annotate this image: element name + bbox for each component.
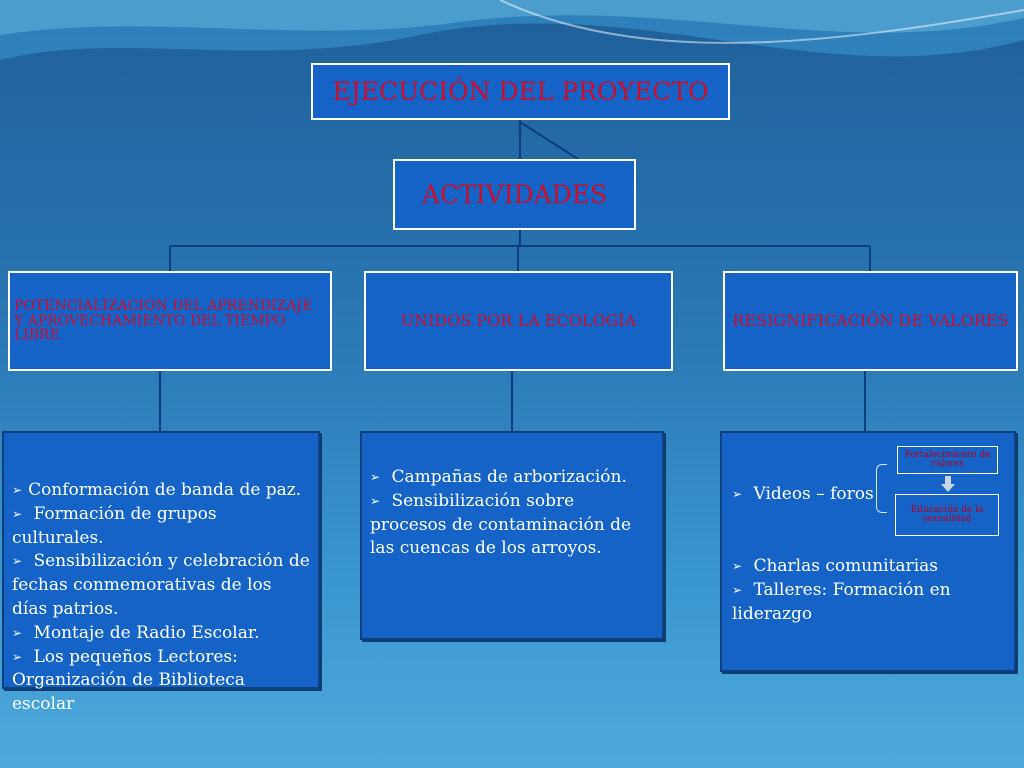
category-learning-node: POTENCIALIZACIÓN DEL APRENDIZAJE Y APROV… (8, 271, 332, 371)
list-item: ➢ Los pequeños Lectores: Organización de… (12, 646, 245, 715)
activities-node: ACTIVIDADES (393, 159, 636, 230)
down-arrow-icon (941, 476, 955, 492)
arrow-bullet-icon: ➢ (12, 625, 23, 640)
ecology-activities-box: ➢ Campañas de arborización. ➢ Sensibiliz… (360, 431, 664, 640)
list-item: ➢ Videos – foros (732, 484, 874, 504)
list-item: ➢Conformación de banda de paz. (12, 480, 302, 500)
arrow-bullet-icon: ➢ (732, 487, 743, 501)
list-item: ➢ Montaje de Radio Escolar. (12, 622, 260, 643)
sexuality-education-box: Educación de la sexualidad (895, 494, 999, 536)
list-item: ➢ Charlas comunitarias (732, 556, 938, 576)
list-item: ➢ Sensibilización sobre procesos de cont… (370, 490, 632, 559)
list-item: ➢ Formación de grupos culturales. (12, 503, 217, 548)
arrow-bullet-icon: ➢ (12, 649, 23, 664)
bracket-icon (876, 464, 887, 513)
arrow-bullet-icon: ➢ (12, 506, 23, 521)
learning-activities-box: ➢Conformación de banda de paz. ➢ Formaci… (2, 431, 320, 714)
values-activities-box: ➢ Videos – foros ➢ Charlas comunitarias … (720, 431, 1016, 672)
arrow-bullet-icon: ➢ (12, 483, 23, 497)
category-ecology-node: UNIDOS POR LA ECOLOGÍA (364, 271, 673, 371)
values-strengthening-box: Fortalecimiento de valores (897, 446, 998, 474)
list-item: ➢ Campañas de arborización. (370, 467, 627, 487)
arrow-bullet-icon: ➢ (370, 470, 381, 484)
arrow-bullet-icon: ➢ (12, 554, 23, 569)
list-item: ➢ Talleres: Formación en liderazgo (732, 579, 951, 624)
arrow-bullet-icon: ➢ (732, 559, 743, 573)
list-item: ➢ Sensibilización y celebración de fecha… (12, 551, 310, 619)
category-values-node: RESIGNIFICACIÓN DE VALORES (723, 271, 1018, 371)
arrow-bullet-icon: ➢ (732, 582, 743, 597)
project-execution-title: EJECUCIÓN DEL PROYECTO (311, 63, 730, 120)
arrow-bullet-icon: ➢ (370, 493, 381, 508)
